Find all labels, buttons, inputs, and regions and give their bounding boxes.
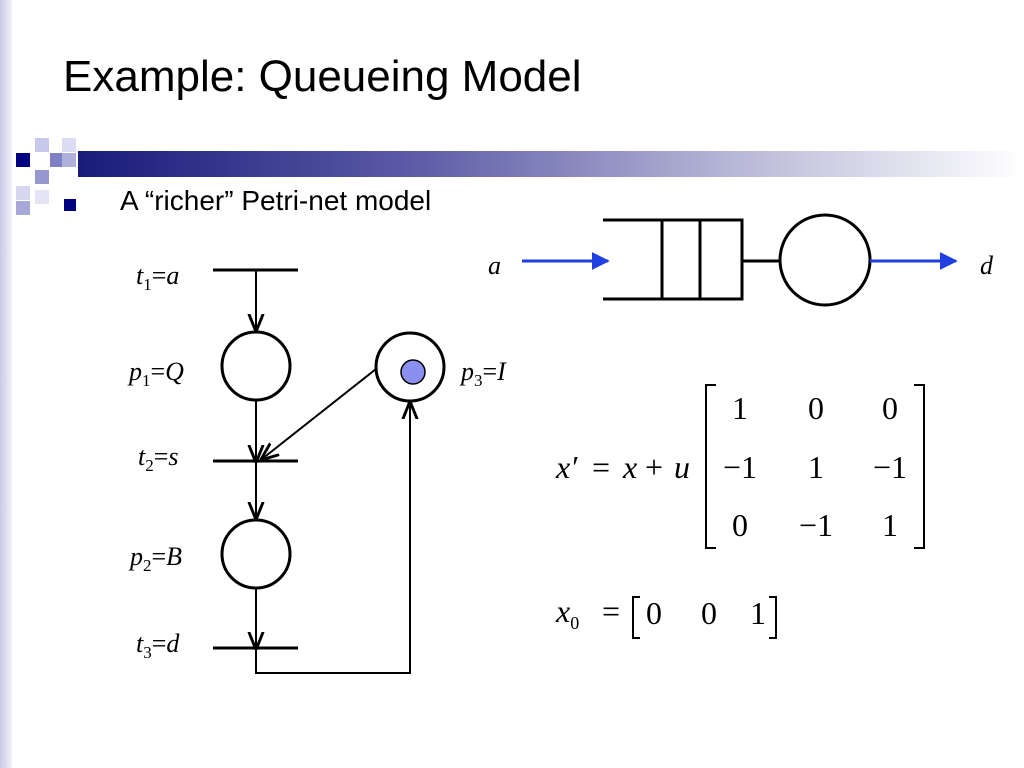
bullet-text: A “richer” Petri-net model <box>120 185 432 216</box>
server-circle <box>778 213 872 307</box>
vector-left-bracket <box>632 596 640 639</box>
label-t1: t1=a <box>136 261 179 294</box>
petri-net <box>213 268 446 674</box>
label-arrival: a <box>488 251 501 280</box>
label-t2: t2=s <box>138 442 179 475</box>
eq-x: x <box>622 449 637 485</box>
eq-u: u <box>674 449 690 485</box>
queue-buffer <box>603 218 744 301</box>
label-t3: t3=d <box>136 629 180 662</box>
matrix-cell: 0 <box>882 390 898 426</box>
matrix-right-bracket <box>914 384 925 549</box>
matrix-cell: 0 <box>732 507 748 543</box>
place-p2 <box>220 518 292 590</box>
decor-square <box>62 153 76 167</box>
label-p1: p1=Q <box>127 357 184 390</box>
decor-square <box>16 153 30 167</box>
vector-cell: 0 <box>701 595 717 631</box>
decor-square <box>50 153 64 167</box>
left-gradient-band <box>0 0 12 768</box>
place-p3 <box>374 331 446 403</box>
matrix-cell: −1 <box>799 507 833 543</box>
place-p1 <box>220 330 292 402</box>
matrix-left-bracket <box>705 384 716 549</box>
initial-state: x0 = 0 0 1 <box>555 593 777 639</box>
decor-square <box>16 186 30 200</box>
vector-right-bracket <box>769 596 777 639</box>
matrix-cell: −1 <box>723 449 757 485</box>
eq-lhs: x′ <box>555 449 578 485</box>
init-lhs: x0 <box>555 593 579 633</box>
matrix-cell: 1 <box>732 390 748 426</box>
queue-diagram <box>522 213 958 307</box>
matrix-cell: 1 <box>808 449 824 485</box>
label-p2: p2=B <box>128 542 182 575</box>
state-equation: x′ = x + u 1 0 0 −1 1 −1 0 −1 1 <box>555 384 925 549</box>
label-departure: d <box>980 251 994 280</box>
matrix-cell: 0 <box>808 390 824 426</box>
vector-cell: 1 <box>750 595 766 631</box>
vector-cell: 0 <box>646 595 662 631</box>
eq-plus: + <box>645 449 663 485</box>
matrix-cell: −1 <box>873 449 907 485</box>
init-equals: = <box>602 593 620 629</box>
decor-square <box>16 201 30 215</box>
decor-square <box>35 190 49 204</box>
eq-equals: = <box>592 449 610 485</box>
bullet-square-icon <box>64 199 76 211</box>
slide-title: Example: Queueing Model <box>63 52 582 101</box>
title-underline-bar <box>78 151 1024 177</box>
label-p3: p3=I <box>459 357 507 390</box>
decor-square <box>35 170 49 184</box>
arc-t3-p3 <box>255 403 410 674</box>
decor-square <box>62 138 76 152</box>
arc-p3-t2 <box>262 368 377 459</box>
token-p3 <box>400 359 426 385</box>
matrix-cell: 1 <box>882 507 898 543</box>
decor-square <box>35 138 49 152</box>
